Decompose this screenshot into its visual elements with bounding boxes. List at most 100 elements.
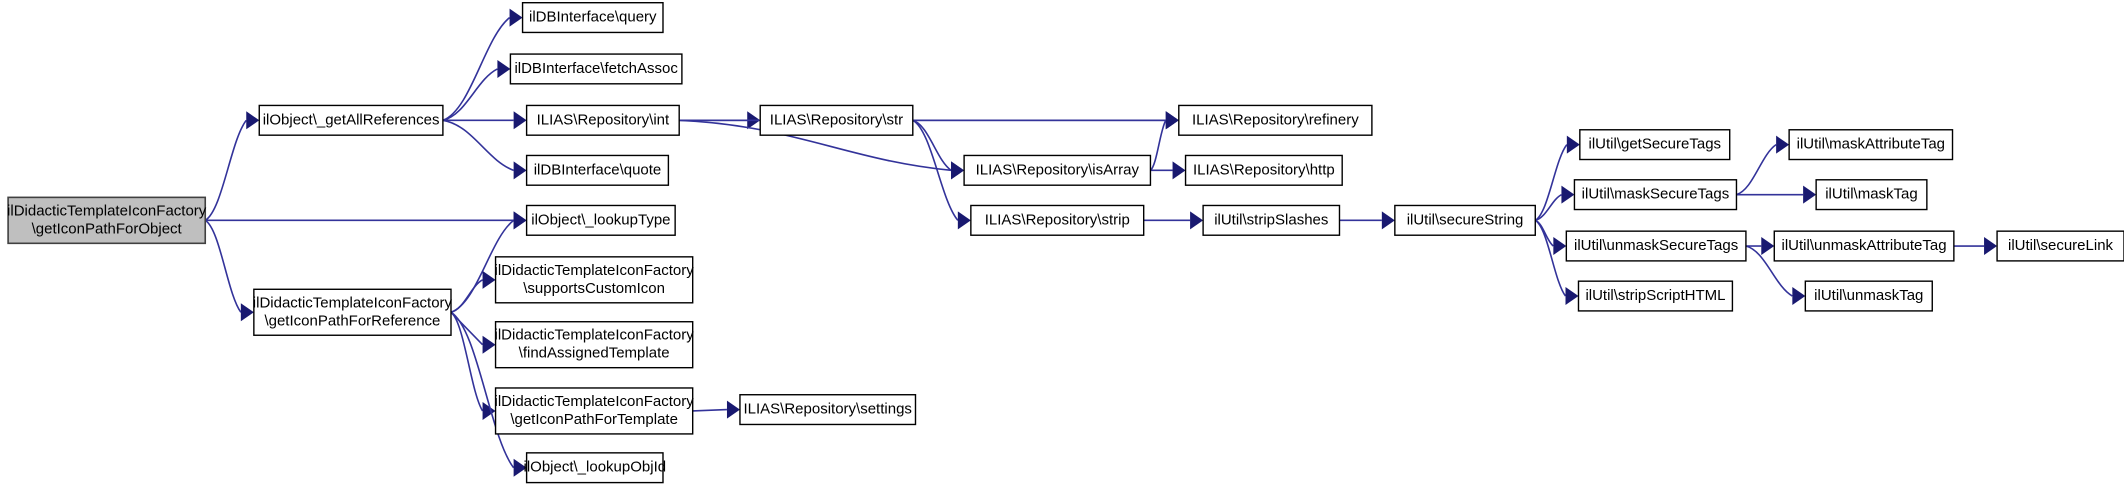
edge-ildidactictemplateiconfactory-geticonpathforreference-to-ilobject-lookupobjid bbox=[450, 311, 527, 477]
node-box[interactable] bbox=[494, 256, 694, 304]
node-box[interactable] bbox=[1565, 230, 1747, 262]
node-label-line: ilObject\_getAllReferences bbox=[263, 111, 440, 128]
node-ilias-repository-int[interactable]: ILIAS\Repository\int bbox=[525, 104, 680, 136]
node-box[interactable] bbox=[1804, 280, 1933, 312]
node-ilutil-masktag[interactable]: ilUtil\maskTag bbox=[1815, 179, 1928, 211]
node-label-line: ilDidacticTemplateIconFactory bbox=[7, 202, 207, 219]
node-box[interactable] bbox=[759, 104, 914, 136]
edge-line bbox=[442, 68, 498, 122]
node-box[interactable] bbox=[509, 53, 683, 85]
node-ildidactictemplateiconfactory-geticonpathfortemplate[interactable]: ilDidacticTemplateIconFactory\getIconPat… bbox=[494, 387, 695, 435]
node-ilias-repository-http[interactable]: ILIAS\Repository\http bbox=[1184, 154, 1343, 186]
edge-ilutil-stripslashes-to-ilutil-securestring bbox=[1339, 211, 1395, 230]
arrowhead-icon bbox=[1984, 237, 1998, 256]
node-box[interactable] bbox=[525, 154, 670, 186]
node-box[interactable] bbox=[1996, 230, 2124, 262]
node-label: ilUtil\unmaskTag bbox=[1814, 287, 1923, 304]
node-label-line: ilUtil\stripScriptHTML bbox=[1585, 287, 1725, 304]
node-box[interactable] bbox=[258, 104, 444, 136]
node-label: ilUtil\maskTag bbox=[1825, 186, 1918, 203]
edge-ilias-repository-isarray-to-ilias-repository-refinery bbox=[1149, 111, 1179, 171]
node-ilias-repository-str[interactable]: ILIAS\Repository\str bbox=[759, 104, 914, 136]
edge-ildidactictemplateiconfactory-geticonpathforobject-to-ildidactictemplateiconfactory-geticonpathforreference bbox=[204, 219, 254, 322]
arrowhead-icon bbox=[482, 270, 496, 289]
node-ilias-repository-refinery[interactable]: ILIAS\Repository\refinery bbox=[1178, 104, 1373, 136]
node-box[interactable] bbox=[970, 204, 1145, 236]
node-label: ilDidacticTemplateIconFactory\supportsCu… bbox=[495, 262, 695, 297]
node-box[interactable] bbox=[1579, 129, 1731, 161]
node-ildbinterface-query[interactable]: ilDBInterface\query bbox=[521, 2, 664, 34]
edge-layer bbox=[204, 8, 1998, 477]
node-label: ilDidacticTemplateIconFactory\getIconPat… bbox=[253, 294, 453, 329]
node-ilutil-maskattributetag[interactable]: ilUtil\maskAttributeTag bbox=[1788, 129, 1954, 161]
node-label-line: ilUtil\stripSlashes bbox=[1214, 211, 1328, 228]
node-box[interactable] bbox=[525, 204, 676, 236]
node-label: ilUtil\maskAttributeTag bbox=[1797, 136, 1945, 153]
node-box[interactable] bbox=[739, 394, 917, 426]
node-box[interactable] bbox=[1773, 230, 1955, 262]
node-box[interactable] bbox=[521, 2, 664, 34]
node-label-line: ilUtil\unmaskAttributeTag bbox=[1782, 237, 1947, 254]
node-label-line: ilDBInterface\fetchAssoc bbox=[514, 60, 678, 77]
edge-ilutil-securestring-to-ilutil-getsecuretags bbox=[1534, 135, 1580, 222]
node-ilobject-lookuptype[interactable]: ilObject\_lookupType bbox=[525, 204, 676, 236]
edge-ilias-repository-isarray-to-ilias-repository-http bbox=[1150, 161, 1186, 180]
node-box[interactable] bbox=[1178, 104, 1373, 136]
edge-ilutil-securestring-to-ilutil-masksecuretags bbox=[1535, 185, 1575, 222]
node-ilias-repository-strip[interactable]: ILIAS\Repository\strip bbox=[970, 204, 1145, 236]
node-ilutil-unmasksecuretags[interactable]: ilUtil\unmaskSecureTags bbox=[1565, 230, 1747, 262]
node-box[interactable] bbox=[1577, 280, 1734, 312]
node-box[interactable] bbox=[253, 288, 452, 336]
node-ildidactictemplateiconfactory-supportscustomicon[interactable]: ilDidacticTemplateIconFactory\supportsCu… bbox=[494, 256, 695, 304]
node-ilobject-getallreferences[interactable]: ilObject\_getAllReferences bbox=[258, 104, 444, 136]
node-box[interactable] bbox=[494, 387, 694, 435]
node-ilutil-masksecuretags[interactable]: ilUtil\maskSecureTags bbox=[1573, 179, 1738, 211]
node-label-line: \getIconPathForReference bbox=[264, 312, 440, 329]
node-label: ILIAS\Repository\int bbox=[537, 111, 670, 128]
node-box[interactable] bbox=[1573, 179, 1738, 211]
node-box[interactable] bbox=[525, 104, 680, 136]
arrowhead-icon bbox=[1381, 211, 1395, 230]
node-ildidactictemplateiconfactory-findassignedtemplate[interactable]: ilDidacticTemplateIconFactory\findAssign… bbox=[494, 321, 695, 369]
node-ildidactictemplateiconfactory-geticonpathforreference[interactable]: ilDidacticTemplateIconFactory\getIconPat… bbox=[253, 288, 453, 336]
node-ildbinterface-quote[interactable]: ilDBInterface\quote bbox=[525, 154, 670, 186]
node-box[interactable] bbox=[1394, 204, 1536, 236]
node-label: ilUtil\stripSlashes bbox=[1214, 211, 1328, 228]
node-label: ilUtil\secureLink bbox=[2008, 237, 2114, 254]
edge-line bbox=[679, 119, 952, 172]
edge-ilias-repository-strip-to-ilutil-stripslashes bbox=[1143, 211, 1204, 230]
node-label-line: ilUtil\maskTag bbox=[1825, 186, 1918, 203]
node-ilutil-getsecuretags[interactable]: ilUtil\getSecureTags bbox=[1579, 129, 1731, 161]
node-box[interactable] bbox=[1202, 204, 1341, 236]
node-box[interactable] bbox=[963, 154, 1152, 186]
node-label: ilObject\_lookupType bbox=[531, 211, 670, 228]
node-label-line: \supportsCustomIcon bbox=[523, 280, 665, 297]
node-ilias-repository-settings[interactable]: ILIAS\Repository\settings bbox=[739, 394, 917, 426]
edge-line bbox=[1736, 143, 1777, 196]
node-box[interactable] bbox=[7, 196, 207, 245]
node-ilutil-stripslashes[interactable]: ilUtil\stripSlashes bbox=[1202, 204, 1341, 236]
node-ilutil-securestring[interactable]: ilUtil\secureString bbox=[1394, 204, 1536, 236]
node-label-line: ILIAS\Repository\int bbox=[537, 111, 670, 128]
node-ilutil-securelink[interactable]: ilUtil\secureLink bbox=[1996, 230, 2124, 262]
node-box[interactable] bbox=[525, 452, 664, 484]
node-ildidactictemplateiconfactory-geticonpathforobject[interactable]: ilDidacticTemplateIconFactory\getIconPat… bbox=[7, 196, 207, 245]
edge-ildidactictemplateiconfactory-geticonpathforobject-to-ilobject-lookuptype bbox=[205, 211, 527, 230]
node-ilutil-unmasktag[interactable]: ilUtil\unmaskTag bbox=[1804, 280, 1933, 312]
node-box[interactable] bbox=[1815, 179, 1928, 211]
edge-ilutil-unmasksecuretags-to-ilutil-unmasktag bbox=[1745, 245, 1806, 306]
node-box[interactable] bbox=[1184, 154, 1343, 186]
node-box[interactable] bbox=[1788, 129, 1954, 161]
node-ilias-repository-isarray[interactable]: ILIAS\Repository\isArray bbox=[963, 154, 1152, 186]
node-ildbinterface-fetchassoc[interactable]: ilDBInterface\fetchAssoc bbox=[509, 53, 683, 85]
node-ilobject-lookupobjid[interactable]: ilObject\_lookupObjId bbox=[524, 452, 667, 484]
node-ilutil-unmaskattributetag[interactable]: ilUtil\unmaskAttributeTag bbox=[1773, 230, 1955, 262]
node-ilutil-stripscripthtml[interactable]: ilUtil\stripScriptHTML bbox=[1577, 280, 1734, 312]
node-box[interactable] bbox=[494, 321, 694, 369]
node-label: ilUtil\stripScriptHTML bbox=[1585, 287, 1725, 304]
node-label-line: ILIAS\Repository\str bbox=[770, 111, 903, 128]
edge-ilutil-securestring-to-ilutil-stripscripthtml bbox=[1534, 219, 1579, 306]
node-label-line: \getIconPathForTemplate bbox=[510, 411, 678, 428]
